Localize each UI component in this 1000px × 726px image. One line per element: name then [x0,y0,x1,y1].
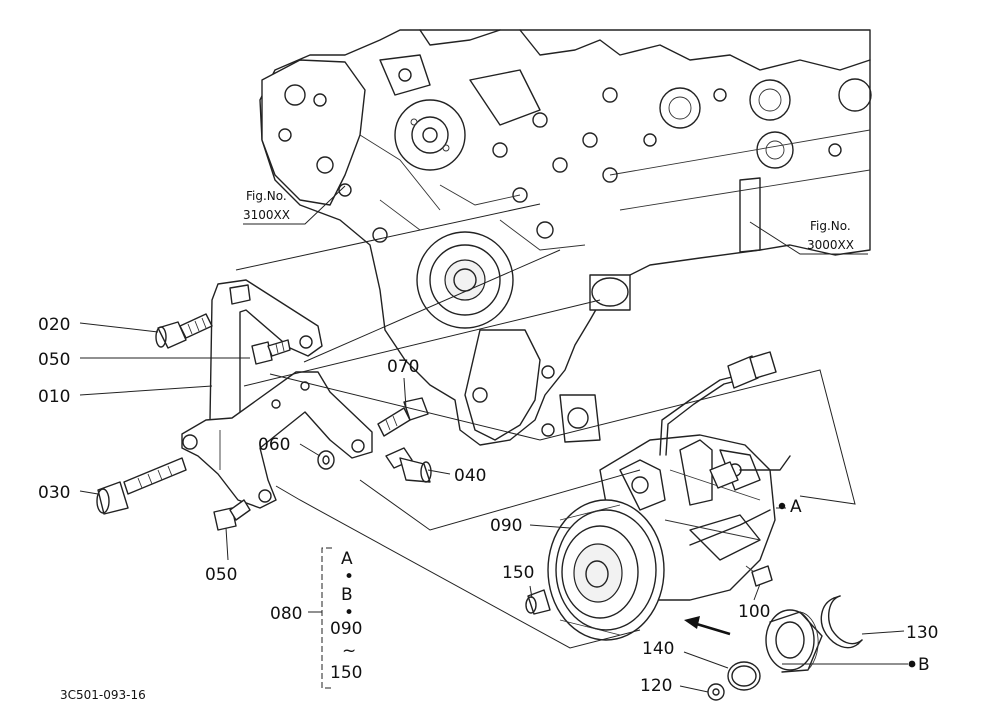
label-030: 030 [38,483,70,503]
label-100: 100 [738,602,770,622]
marker-b-dot [908,660,916,668]
marker-a: A [790,497,802,517]
ring-140 [727,661,761,691]
washer-060 [317,450,335,470]
leader-lines [79,322,908,693]
drawing-code: 3C501-093-16 [60,688,146,702]
ac-compressor [547,351,791,641]
kit-dot-1: • [344,567,354,587]
label-020: 020 [38,315,70,335]
label-150: 150 [502,563,534,583]
label-060: 060 [258,435,290,455]
label-050-top: 050 [38,350,70,370]
bolt-020 [155,313,213,349]
fig-reference-3100: Fig.No. 3100XX [243,185,346,225]
kit-item-a: A [341,549,353,569]
bolt-100 [745,565,773,587]
engine-block [259,29,872,446]
label-010: 010 [38,387,70,407]
kit-080-list: A • B • 090 ~ 150 [321,547,362,689]
bearing-b [765,609,823,673]
label-070: 070 [387,357,419,377]
marker-a-dot [778,502,786,510]
label-120: 120 [640,676,672,696]
label-050-bottom: 050 [205,565,237,585]
fig-3100-line1: Fig.No. [246,189,287,203]
kit-item-from: 090 [330,619,362,639]
install-direction-arrow [684,616,731,636]
label-080: 080 [270,604,302,624]
group-outline [235,203,856,649]
label-130: 130 [906,623,938,643]
compressor-bracket [181,279,373,509]
bolt-050-top [251,339,291,365]
kit-item-to: 150 [330,663,362,683]
bolt-070 [377,397,429,437]
washer-120 [707,683,725,701]
fig-3000-line1: Fig.No. [810,219,851,233]
bolt-040 [385,447,432,483]
label-140: 140 [642,639,674,659]
label-040: 040 [454,466,486,486]
bolt-050-bottom [213,499,251,531]
nut-150 [525,589,551,615]
kit-item-b: B [341,585,353,605]
bolt-030 [96,457,187,515]
snap-ring-130 [820,595,863,649]
fig-reference-3000: Fig.No. 3000XX [749,219,868,255]
kit-tilde: ~ [342,641,356,661]
fig-3100-line2: 3100XX [243,208,290,222]
kit-dot-2: • [344,603,354,623]
marker-b: B [918,655,930,675]
fig-3000-line2: 3000XX [807,238,854,252]
label-090: 090 [490,516,522,536]
